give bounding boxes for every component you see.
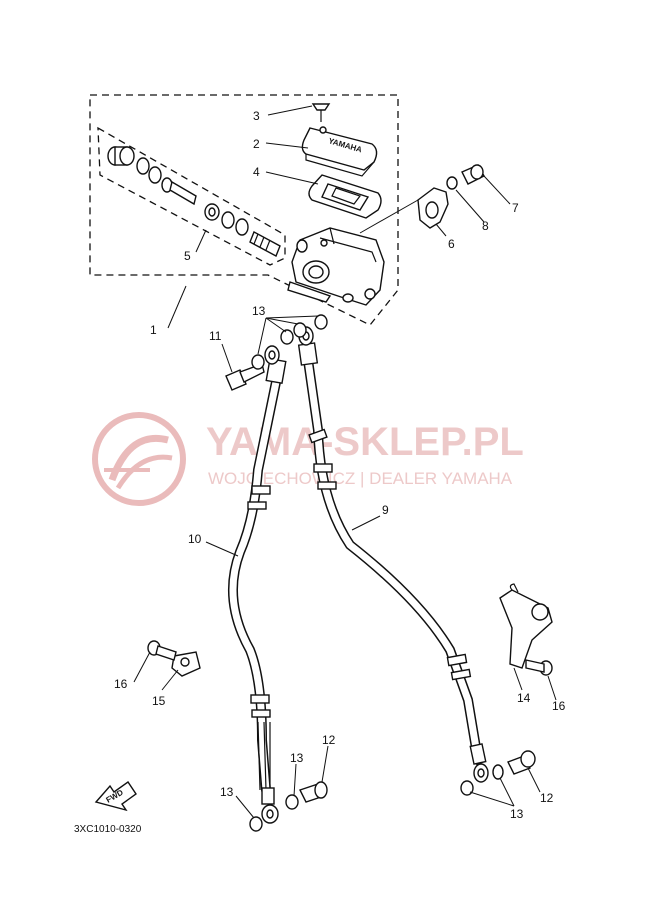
- watermark: YAMA-SKLEP.PL WOJCIECHOWICZ | DEALER YAM…: [92, 412, 524, 506]
- callout-15: 15: [152, 694, 166, 708]
- diaphragm: [308, 174, 382, 219]
- callout-6: 6: [448, 237, 455, 251]
- callout-14: 14: [517, 691, 531, 705]
- hose-guide: [499, 583, 553, 669]
- callout-8: 8: [482, 219, 489, 233]
- callout-5: 5: [184, 249, 191, 263]
- callout-numbers: 3 2 4 5 1 6 8 7 13 11 9 10 16 15 14 16 1…: [114, 109, 566, 821]
- guide-bolt-right: [525, 659, 553, 676]
- callout-13-lower-left: 13: [220, 785, 234, 799]
- callout-13-upper: 13: [252, 304, 266, 318]
- callout-7: 7: [512, 201, 519, 215]
- callout-1: 1: [150, 323, 157, 337]
- master-cylinder-body: [287, 227, 385, 306]
- cap-screw: [311, 103, 331, 122]
- reservoir-cap: YAMAHA: [301, 126, 378, 177]
- callout-10: 10: [188, 532, 202, 546]
- washers-lower-left: [249, 794, 299, 832]
- callout-12-right: 12: [540, 791, 554, 805]
- callout-12-left: 12: [322, 733, 336, 747]
- washers-upper: [251, 314, 328, 370]
- watermark-brand: YAMA-SKLEP.PL: [206, 420, 524, 464]
- hose-clamp: [171, 651, 201, 677]
- callout-13-lower-right: 13: [510, 807, 524, 821]
- hose-fittings: [247, 326, 489, 824]
- clamp-bolt: [461, 164, 485, 185]
- callout-16-right: 16: [552, 699, 566, 713]
- washers-lower-right: [460, 764, 504, 796]
- clamp-bolt-left: [147, 640, 177, 661]
- callout-4: 4: [253, 165, 260, 179]
- callout-9: 9: [382, 503, 389, 517]
- banjo-bolt-lower-left: [299, 781, 328, 803]
- callout-11: 11: [209, 329, 222, 343]
- subassembly-boundary: [97, 126, 286, 266]
- watermark-tagline: WOJCIECHOWICZ | DEALER YAMAHA: [208, 469, 513, 488]
- callout-16-left: 16: [114, 677, 128, 691]
- diagram-code: 3XC1010-0320: [74, 824, 142, 835]
- leader-lines: [133, 105, 557, 819]
- clamp-washer: [446, 176, 458, 190]
- callout-2: 2: [253, 137, 260, 151]
- forward-arrow-icon: FWD: [94, 781, 137, 812]
- callout-13-mid: 13: [290, 751, 304, 765]
- banjo-bolt-lower-right: [507, 750, 536, 775]
- clamp-holder: [417, 187, 449, 229]
- brake-hose-10: [227, 377, 281, 795]
- callout-3: 3: [253, 109, 260, 123]
- watermark-logo-icon: [92, 412, 186, 506]
- piston-kit: [107, 146, 308, 257]
